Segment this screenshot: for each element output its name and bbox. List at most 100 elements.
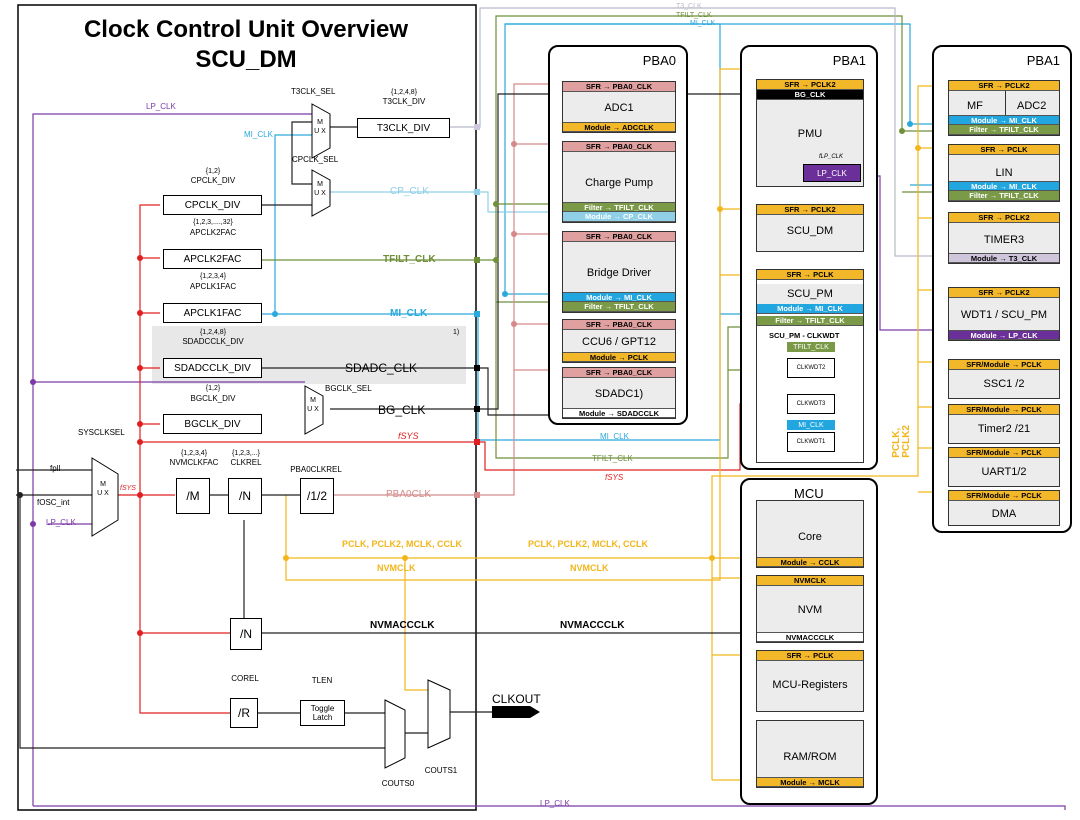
timer2-block: SFR/Module → PCLK Timer2 /21 bbox=[948, 404, 1060, 444]
clkwdt-title: SCU_PM - CLKWDT bbox=[769, 331, 840, 340]
mcu-title: MCU bbox=[794, 486, 824, 501]
fosc-label: fOSC_int bbox=[37, 498, 70, 507]
mi-clk-label-left: MI_CLK bbox=[244, 130, 273, 139]
sfr-bar: SFR → PCLK bbox=[949, 145, 1059, 155]
mcu-group: MCU Core Module → CCLK NVMCLK NVM NVMACC… bbox=[740, 478, 878, 805]
bgclk-fac: {1,2} bbox=[205, 385, 221, 392]
tfilt-clk-bar: TFILT_CLK bbox=[787, 342, 835, 352]
cp-clk-label: CP_CLK bbox=[390, 186, 429, 197]
clkwdt3-box: CLKWDT3 bbox=[787, 394, 835, 414]
bgclk-bar: BG_CLK bbox=[757, 90, 863, 100]
diagram-title: Clock Control Unit Overview bbox=[83, 16, 409, 43]
block-name: LIN bbox=[995, 167, 1013, 179]
sdadcclk-div-box: SDADCCLK_DIV bbox=[163, 358, 262, 378]
pba0-group: PBA0 SFR → PBA0_CLK ADC1 Module → ADCCLK… bbox=[548, 45, 688, 425]
t3clk-fac: {1,2,4,8} bbox=[390, 89, 418, 96]
tlen-label: TLEN bbox=[311, 676, 333, 685]
dma-block: SFR/Module → PCLK DMA bbox=[948, 490, 1060, 526]
module-bar: Module → MCLK bbox=[757, 777, 863, 787]
uart-block: SFR/Module → PCLK UART1/2 bbox=[948, 447, 1060, 487]
sfr-bar: SFR → PCLK2 bbox=[949, 213, 1059, 223]
div-n-box: /N bbox=[228, 478, 262, 514]
block-name: DMA bbox=[991, 508, 1017, 520]
module-bar: Module → MI_CLK bbox=[949, 181, 1059, 191]
mi-clk-label: MI_CLK bbox=[390, 308, 428, 319]
block-name: NVM bbox=[797, 604, 823, 616]
tfilt-clk-label: TFILT_CLK bbox=[383, 254, 436, 265]
apclk1-fac: {1,2,3,4} bbox=[199, 273, 227, 280]
block-name: TIMER3 bbox=[983, 234, 1025, 246]
block-name: SSC1 /2 bbox=[983, 378, 1025, 390]
module-bar: Module → MI_CLK bbox=[563, 292, 675, 302]
module-bar: Module → ADCCLK bbox=[563, 122, 675, 132]
sfr-bar: SFR → PCLK2 bbox=[757, 80, 863, 90]
corel-label: COREL bbox=[231, 674, 259, 683]
sfr-bar: SFR → PCLK2 bbox=[949, 81, 1059, 91]
block-name: SCU_DM bbox=[786, 225, 834, 237]
block-name: UART1/2 bbox=[981, 466, 1027, 478]
module-bar: Module → LP_CLK bbox=[949, 330, 1059, 340]
sfr-bar: SFR → PCLK bbox=[757, 270, 863, 280]
pba0clkrel-label: PBA0CLKREL bbox=[290, 465, 342, 474]
filter-bar: Filter → TFILT_CLK bbox=[949, 191, 1059, 201]
sfr-bar: SFR/Module → PCLK bbox=[949, 448, 1059, 458]
apclk2fac-box: APCLK2FAC bbox=[163, 249, 262, 269]
sfr-bar: SFR → PBA0_CLK bbox=[563, 368, 675, 378]
module-bar: Module → CCLK bbox=[757, 557, 863, 567]
bridge-driver-block: SFR → PBA0_CLK Bridge Driver Module → MI… bbox=[562, 231, 676, 313]
timer3-block: SFR → PCLK2 TIMER3 Module → T3_CLK bbox=[948, 212, 1060, 264]
pclk-group-label-2: PCLK, PCLK2, MCLK, CCLK bbox=[528, 539, 648, 549]
module-bar: Module → SDADCCLK bbox=[563, 408, 675, 418]
tfilt-clk-label-mid: TFILT_CLK bbox=[592, 454, 633, 463]
pba1-mid-title: PBA1 bbox=[832, 53, 866, 68]
lp-clk-label-bottom: LP_CLK bbox=[540, 799, 570, 808]
t3clk-div-box: T3CLK_DIV bbox=[357, 118, 450, 138]
sfr-bar: SFR → PCLK bbox=[757, 651, 863, 661]
charge-pump-block: SFR → PBA0_CLK Charge Pump Filter → TFIL… bbox=[562, 141, 676, 223]
sfr-bar: SFR/Module → PCLK bbox=[949, 491, 1059, 501]
module-bar: Module → MI_CLK bbox=[757, 304, 863, 314]
filter-bar: Filter → TFILT_CLK bbox=[563, 202, 675, 212]
bgclk-fac-name: BGCLK_DIV bbox=[190, 394, 236, 403]
div-half-box: /1/2 bbox=[300, 478, 334, 514]
module-bar: Module → T3_CLK bbox=[949, 253, 1059, 263]
filter-bar: Filter → TFILT_CLK bbox=[757, 316, 863, 326]
cpclk-sel-label: CPCLK_SEL bbox=[292, 155, 339, 164]
cpclk-fac: {1,2} bbox=[205, 168, 221, 175]
fsys-label: fSYS bbox=[398, 431, 419, 441]
tfilt-clk-label-top: TFILT_CLK bbox=[676, 12, 712, 19]
cpclk-fac-name: CPCLK_DIV bbox=[190, 176, 236, 185]
lp-clk-input-label: LP_CLK bbox=[46, 518, 76, 527]
sdadc-fac-name: SDADCCLK_DIV bbox=[182, 337, 244, 346]
sdadc-block: SFR → PBA0_CLK SDADC1) Module → SDADCCLK bbox=[562, 367, 676, 419]
pclk-pclk2-label: PCLK,PCLK2 bbox=[891, 425, 912, 458]
sdadc-fac: {1,2,4,8} bbox=[199, 329, 227, 336]
block-name: MCU-Registers bbox=[772, 679, 848, 691]
filter-bar: Filter → TFILT_CLK bbox=[949, 125, 1059, 135]
mi-clk-label-top: MI_CLK bbox=[690, 20, 716, 27]
sfr-bar: SFR → PCLK2 bbox=[757, 205, 863, 215]
pba0-title: PBA0 bbox=[642, 53, 676, 68]
apclk1-fac-name: APCLK1FAC bbox=[189, 282, 237, 291]
pba1-right-title: PBA1 bbox=[1026, 53, 1060, 68]
diagram-subtitle: SCU_DM bbox=[195, 46, 297, 73]
core-block: Core Module → CCLK bbox=[756, 500, 864, 568]
t3clk-sel-label: T3CLK_SEL bbox=[291, 87, 336, 96]
couts1-label: COUTS1 bbox=[424, 766, 458, 775]
toggle-latch-box: Toggle Latch bbox=[300, 700, 345, 726]
pba1-right-group: PBA1 SFR → PCLK2 MF ADC2 Module → MI_CLK… bbox=[932, 45, 1072, 533]
block-name: PMU bbox=[797, 128, 823, 140]
block-name: Timer2 /21 bbox=[977, 423, 1031, 435]
mf-adc2-block: SFR → PCLK2 MF ADC2 Module → MI_CLK Filt… bbox=[948, 80, 1060, 136]
nvmclk-label: NVMCLK bbox=[377, 563, 416, 573]
module-bar: Module → PCLK bbox=[563, 352, 675, 362]
t3clk-mux-label: M U X bbox=[314, 119, 326, 135]
mi-clk-label-mid: MI_CLK bbox=[600, 432, 629, 441]
pclk-group-label: PCLK, PCLK2, MCLK, CCLK bbox=[342, 539, 462, 549]
nvmacclk-bar: NVMACCCLK bbox=[757, 632, 863, 642]
nvmclk-fac-name: NVMCLKFAC bbox=[169, 458, 219, 467]
block-name: ADC1 bbox=[604, 102, 634, 114]
apclk2-fac: {1,2,3,....,32} bbox=[193, 219, 233, 226]
block-name: CCU6 / GPT12 bbox=[582, 336, 656, 348]
